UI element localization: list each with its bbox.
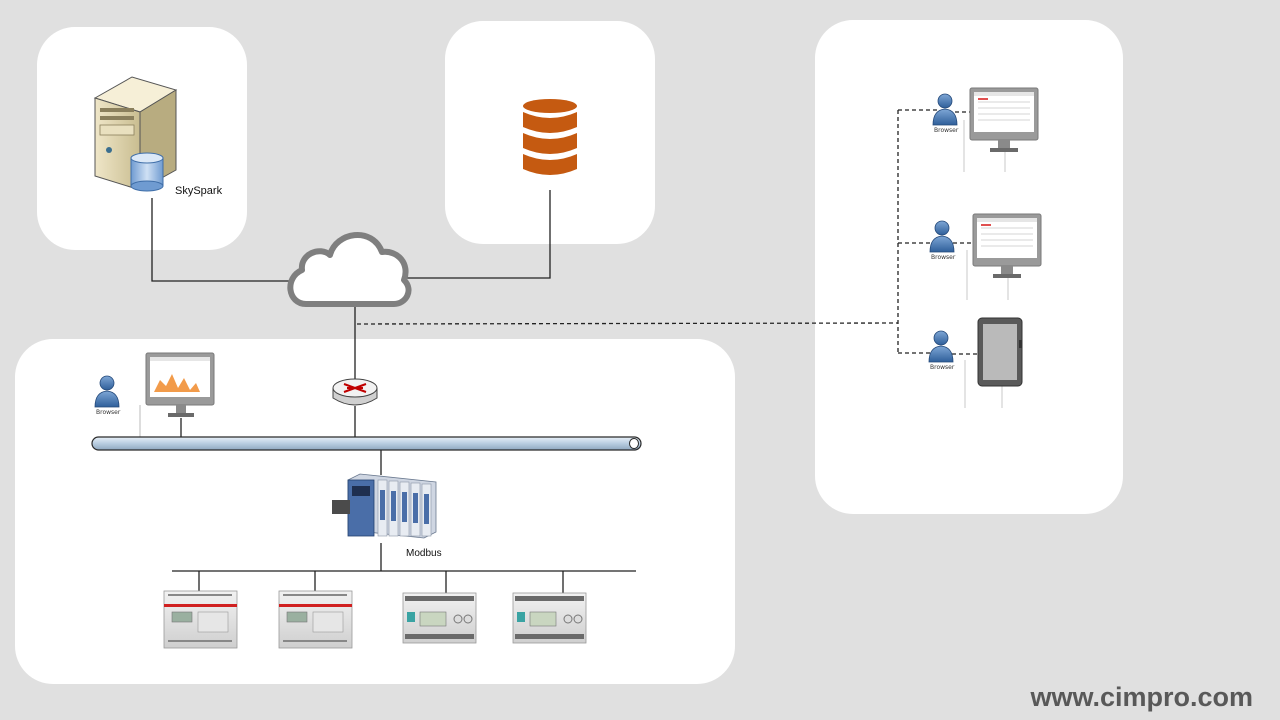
- remote-dashed-lines: [356, 109, 980, 355]
- server-label: SkySpark: [175, 185, 223, 197]
- connection-lines: [139, 190, 636, 593]
- footer-url: www.cimpro.com: [1030, 682, 1253, 712]
- browser-label: Browser: [931, 254, 956, 261]
- monitor-icon: [145, 352, 215, 417]
- browser-user-icon: [932, 93, 958, 126]
- database-icon: [523, 99, 577, 175]
- monitor-icon: [969, 87, 1039, 152]
- server-icon: [93, 76, 178, 192]
- plc-module-icon: [512, 592, 587, 644]
- energy-meter-icon: [163, 590, 238, 649]
- tablet-icon: [977, 317, 1023, 387]
- browser-label: Browser: [96, 409, 121, 416]
- router-icon: [332, 378, 378, 406]
- server-to-cloud-line: [151, 198, 290, 282]
- browser-label: Browser: [930, 364, 955, 371]
- remote-separators: [963, 120, 1009, 408]
- energy-meter-icon: [278, 590, 353, 649]
- io-controller-icon: [332, 473, 437, 539]
- browser-label: Browser: [934, 127, 959, 134]
- cloud-to-remote-line: [356, 322, 899, 325]
- browser-user-icon: [929, 220, 955, 253]
- browser-user-icon: [928, 330, 954, 363]
- remote-clients-panel: [815, 20, 1123, 514]
- cloud-icon: [287, 232, 412, 307]
- plc-module-icon: [402, 592, 477, 644]
- monitor-icon: [972, 213, 1042, 278]
- browser-user-icon: [94, 375, 120, 408]
- ethernet-bus: [91, 436, 642, 451]
- modbus-label: Modbus: [406, 548, 442, 559]
- database-to-cloud-line: [405, 190, 551, 279]
